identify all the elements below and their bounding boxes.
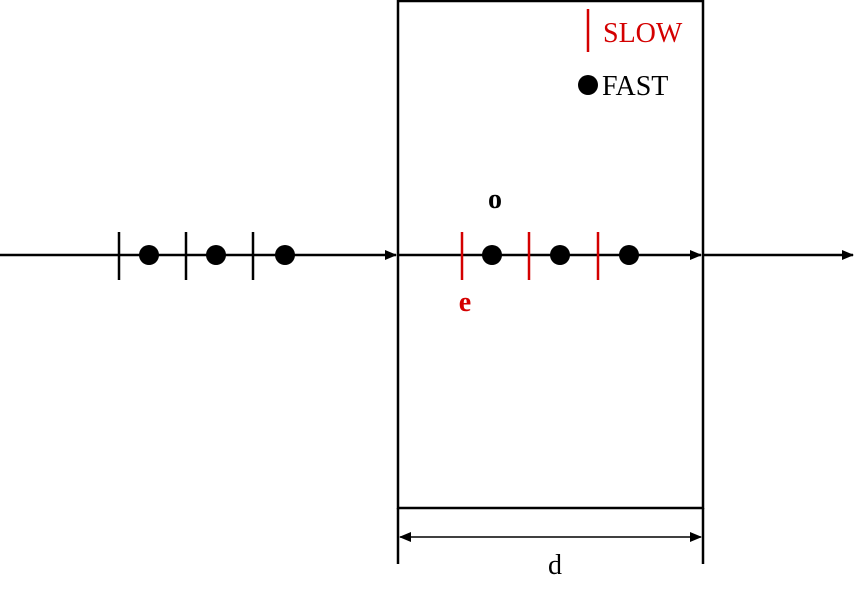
- fast-dot-inside-2: [550, 245, 570, 265]
- fast-dot-incoming-3: [275, 245, 295, 265]
- fast-dot-incoming-1: [139, 245, 159, 265]
- fast-dot-inside-3: [619, 245, 639, 265]
- ordinary-ray-label: o: [488, 184, 502, 215]
- legend-fast-dot: [578, 75, 598, 95]
- thickness-label: d: [548, 550, 562, 581]
- legend-slow-label: SLOW: [603, 18, 683, 49]
- fast-dot-incoming-2: [206, 245, 226, 265]
- fast-dot-inside-1: [482, 245, 502, 265]
- legend-fast-label: FAST: [602, 71, 668, 102]
- extraordinary-ray-label: e: [459, 287, 471, 318]
